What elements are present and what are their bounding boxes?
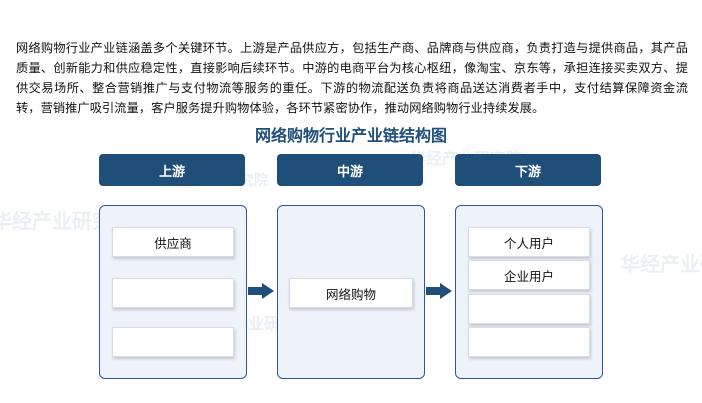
upstream-panel: 供应商 — [99, 205, 247, 379]
upstream-header: 上游 — [99, 154, 245, 186]
upstream-item: 供应商 — [112, 227, 234, 257]
downstream-panel: 个人用户 企业用户 — [455, 205, 603, 379]
watermark: 华经产业研究院 — [620, 252, 702, 276]
midstream-header: 中游 — [277, 154, 423, 186]
downstream-item — [468, 294, 590, 324]
midstream-panel: 网络购物 — [277, 205, 425, 379]
downstream-item — [468, 327, 590, 357]
diagram-title: 网络购物行业产业链结构图 — [254, 126, 447, 145]
intro-paragraph: 网络购物行业产业链涵盖多个关键环节。上游是产品供应方，包括生产商、品牌商与供应商… — [16, 41, 688, 115]
midstream-item: 网络购物 — [289, 278, 413, 308]
downstream-item: 个人用户 — [468, 227, 590, 257]
right-arrow-icon — [426, 283, 452, 299]
upstream-item — [112, 278, 234, 308]
right-arrow-icon — [248, 283, 274, 299]
downstream-item: 企业用户 — [468, 260, 590, 290]
downstream-header: 下游 — [455, 154, 601, 186]
upstream-item — [112, 327, 234, 357]
